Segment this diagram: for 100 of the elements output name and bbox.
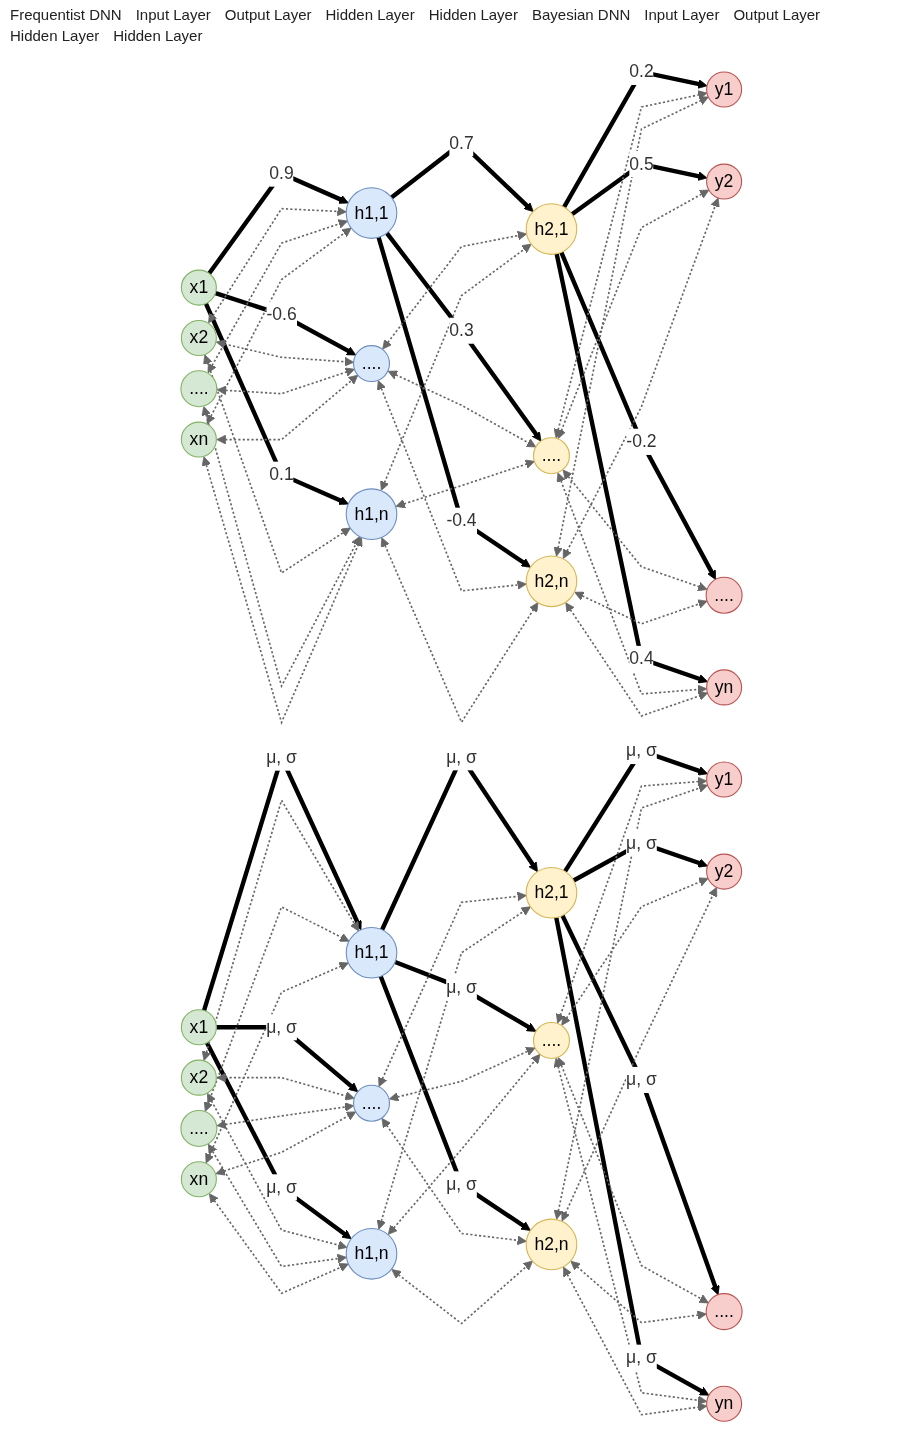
node-circle: .... (180, 370, 218, 408)
node-circle: h1,n (345, 488, 398, 540)
edge-label: μ, σ (446, 747, 477, 767)
arrow (391, 1260, 533, 1325)
edge-label: μ, σ (626, 833, 657, 852)
layer-heading: Output Layer (733, 6, 821, 23)
arrow (216, 367, 355, 396)
edge-label: 0.2 (629, 62, 654, 81)
layer-heading: Frequentist DNN (10, 6, 122, 23)
arrow (380, 537, 539, 724)
edge-label: 0.3 (449, 320, 474, 340)
node-circle: .... (353, 345, 391, 383)
node-circle: xn (180, 421, 217, 458)
arrow (394, 959, 537, 1032)
arrow (203, 354, 351, 575)
arrow (207, 219, 348, 374)
layer-heading: Hidden Layer (10, 27, 100, 44)
edge-label: -0.6 (266, 304, 297, 324)
edge-label: μ, σ (266, 747, 297, 767)
arrow (559, 251, 717, 580)
arrow (562, 69, 708, 209)
edge-label: 0.9 (269, 163, 294, 183)
arrow (378, 891, 527, 1087)
node-circle: h1,n (345, 1228, 398, 1280)
arrow (561, 886, 718, 1222)
arrow (203, 905, 350, 1112)
layer-heading: Hidden Layer (428, 6, 518, 23)
node-circle: h2,n (525, 555, 578, 608)
arrow (206, 227, 352, 425)
arrow (376, 906, 531, 1230)
arrow (562, 197, 720, 559)
arrow (380, 243, 532, 491)
node-circle: .... (532, 437, 570, 475)
edge-label: μ, σ (446, 977, 477, 997)
arrow (204, 1041, 352, 1240)
edge-label: μ, σ (446, 1174, 477, 1194)
arrow (387, 1053, 541, 1235)
node-circle: y2 (706, 163, 743, 200)
node-circle: x1 (180, 1009, 217, 1046)
arrow (201, 406, 361, 689)
arrow (556, 189, 710, 439)
edge-label: μ, σ (626, 1070, 657, 1089)
edge-label: 0.5 (629, 154, 654, 173)
arrow (215, 1111, 357, 1176)
arrow (381, 1118, 527, 1246)
edge-label: 0.1 (269, 464, 294, 484)
node-circle: .... (353, 1084, 391, 1122)
arrow (563, 1266, 708, 1416)
node-circle: h2,1 (525, 866, 578, 919)
node-circle: h2,n (525, 1218, 578, 1271)
arrow (570, 1260, 707, 1324)
layer-heading: Output Layer (224, 6, 312, 23)
arrow (565, 602, 708, 717)
arrow (216, 374, 359, 445)
layer-heading: Hidden Layer (325, 6, 415, 23)
node-circle: .... (532, 1021, 570, 1059)
arrow (214, 290, 357, 356)
arrow (554, 917, 710, 1396)
edge-label: -0.2 (626, 431, 657, 451)
arrow (216, 1072, 355, 1101)
edge-label: μ, σ (626, 1347, 657, 1367)
arrow (557, 1057, 709, 1304)
arrow (556, 472, 708, 695)
arrow (385, 231, 542, 442)
layer-heading: Hidden Layer (113, 27, 203, 44)
node-circle: h2,1 (525, 203, 578, 255)
node-circle: x1 (180, 269, 217, 306)
node-circle: yn (706, 669, 743, 706)
edge-label: μ, σ (266, 1017, 297, 1037)
layer-heading: Input Layer (644, 6, 720, 23)
edge-label: μ, σ (266, 1177, 297, 1197)
node-circle: y1 (706, 761, 743, 798)
node-circle: y2 (706, 853, 743, 890)
node-circle: .... (705, 1293, 743, 1331)
node-circle: x2 (180, 319, 217, 356)
edge-label: μ, σ (626, 741, 657, 760)
arrow (378, 975, 531, 1231)
arrow (207, 1092, 348, 1250)
node-circle: .... (180, 1109, 218, 1147)
arrow (208, 206, 347, 324)
arrow (205, 962, 349, 1164)
arrow (201, 798, 360, 1061)
arrow (553, 1057, 708, 1406)
node-circle: h1,1 (345, 187, 398, 239)
node-circle: h1,1 (345, 926, 398, 979)
arrow (377, 380, 527, 592)
arrow (382, 230, 528, 350)
arrow (207, 1143, 347, 1268)
arrow (395, 459, 535, 509)
node-circle: .... (705, 576, 743, 614)
edge-label: 0.4 (629, 649, 654, 668)
arrow (208, 1193, 349, 1295)
node-circle: y1 (706, 71, 743, 108)
arrow (376, 236, 531, 568)
node-circle: yn (706, 1385, 743, 1422)
edge-label: -0.4 (446, 510, 477, 530)
arrow (561, 877, 709, 1026)
arrow (388, 1047, 536, 1102)
arrow (554, 253, 708, 684)
arrow (201, 456, 363, 725)
